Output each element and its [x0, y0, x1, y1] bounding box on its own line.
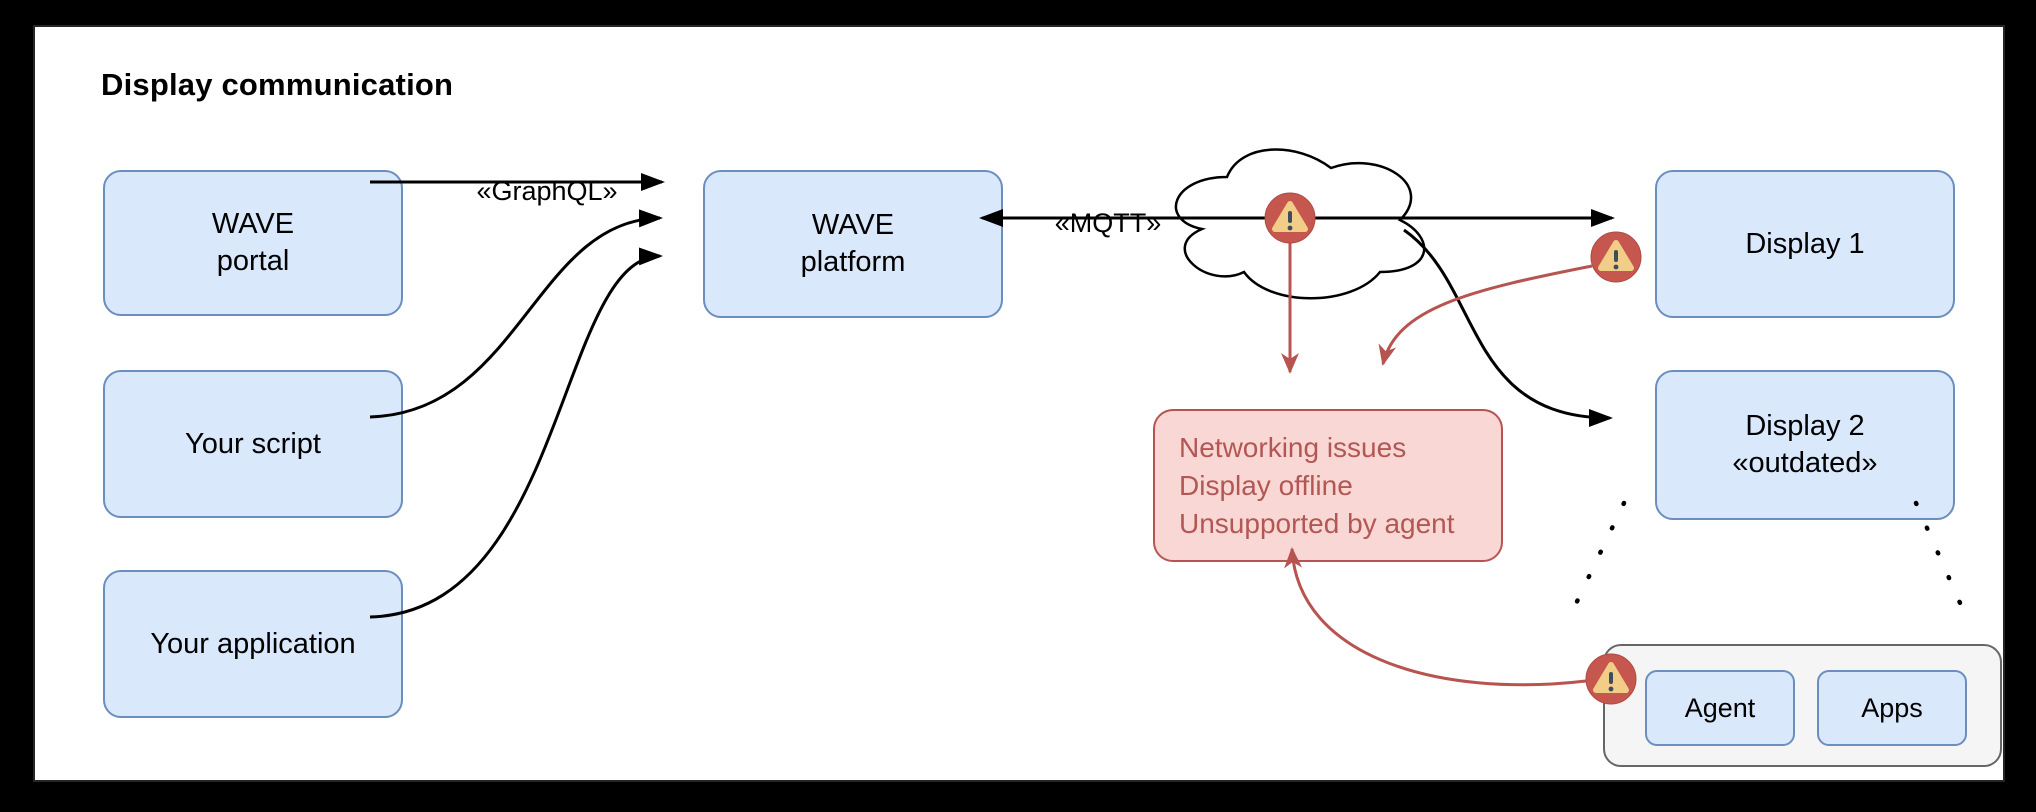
display2-internals-container: Agent Apps — [1603, 644, 2002, 767]
node-apps: Apps — [1817, 670, 1967, 746]
node-wave-portal-label-line2: portal — [216, 245, 290, 277]
node-display-2-label-line2: «outdated» — [1732, 447, 1878, 479]
node-wave-portal: WAVE portal — [103, 170, 403, 316]
error-line-networking: Networking issues — [1179, 431, 1407, 463]
error-note-box: Networking issues Display offline Unsupp… — [1153, 409, 1503, 562]
node-your-application-label: Your application — [150, 627, 356, 660]
node-wave-portal-label-line1: WAVE — [211, 208, 295, 240]
mqtt-edge-label: «MQTT» — [1054, 208, 1162, 238]
node-display-2: Display 2 «outdated» — [1655, 370, 1955, 520]
node-your-script-label: Your script — [185, 427, 321, 460]
node-agent-label: Agent — [1684, 692, 1756, 723]
diagram-title: Display communication — [101, 67, 454, 102]
error-line-unsupported: Unsupported by agent — [1179, 507, 1455, 539]
node-wave-platform-label-line2: platform — [800, 246, 906, 278]
node-wave-platform: WAVE platform — [703, 170, 1003, 318]
error-line-offline: Display offline — [1179, 469, 1353, 501]
node-agent: Agent — [1645, 670, 1795, 746]
node-your-script: Your script — [103, 370, 403, 518]
diagram-canvas: Display communication WAVE portal Your s… — [33, 25, 2005, 782]
node-wave-platform-label-line1: WAVE — [811, 209, 895, 241]
graphql-edge-label: «GraphQL» — [476, 176, 618, 206]
node-display-1-label: Display 1 — [1745, 227, 1865, 260]
node-apps-label: Apps — [1861, 692, 1923, 723]
node-your-application: Your application — [103, 570, 403, 718]
node-display-2-label-line1: Display 2 — [1745, 410, 1865, 442]
node-display-1: Display 1 — [1655, 170, 1955, 318]
